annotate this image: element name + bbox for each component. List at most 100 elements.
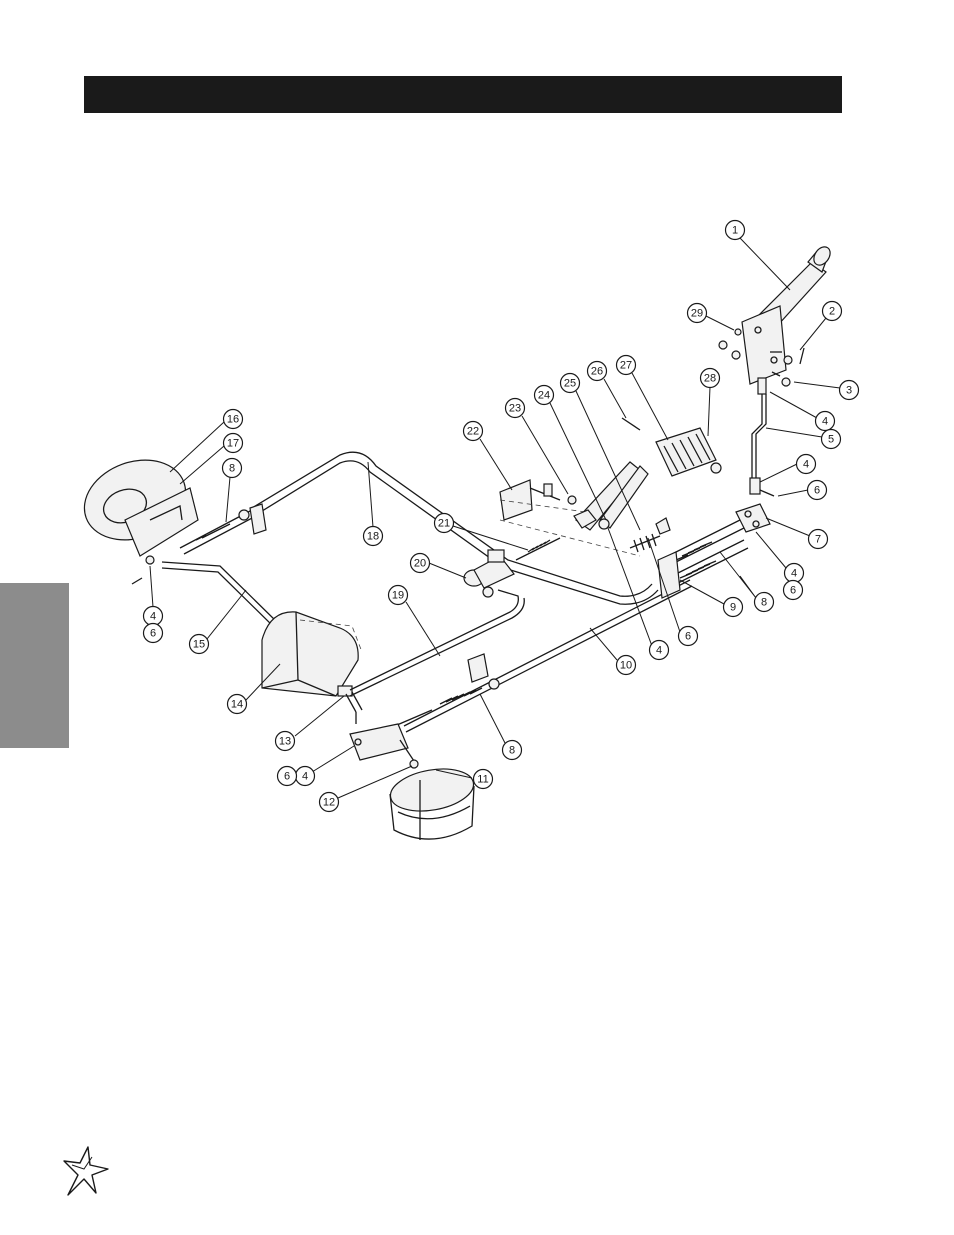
callout-label: 5: [828, 434, 834, 446]
callout-circle: [276, 765, 298, 787]
part-callout: 4: [795, 453, 817, 475]
part-callout: 4: [783, 562, 805, 584]
part-callout: 11: [472, 768, 494, 790]
push-rod-21: [515, 537, 561, 561]
callout-label: 19: [392, 590, 404, 602]
callout-circle: [559, 372, 581, 394]
part-callout: 6: [677, 625, 699, 647]
callout-circle: [433, 512, 455, 534]
pedal-spring-24: [629, 517, 671, 553]
callout-circle: [615, 654, 637, 676]
brake-cable-lower: [389, 653, 500, 729]
shield-14: [261, 611, 363, 697]
leader-lines: [149, 237, 841, 799]
callout-label: 6: [790, 585, 796, 597]
brake-cable-10: [403, 579, 693, 733]
part-callout: 2: [821, 300, 843, 322]
part-callout: 8: [221, 457, 243, 479]
callout-circle: [274, 730, 296, 752]
part-callout: 22: [462, 420, 484, 442]
brand-star-logo: [63, 1146, 109, 1196]
callout-label: 4: [791, 568, 797, 580]
callout-label: 8: [229, 463, 235, 475]
part-callout: 6: [142, 622, 164, 644]
callout-circle: [504, 397, 526, 419]
callout-label: 24: [538, 390, 550, 402]
cable-bracket-9: [657, 551, 681, 599]
callout-circle: [362, 525, 384, 547]
pedal-hardware: [573, 417, 641, 530]
callout-label: 21: [438, 518, 450, 530]
brake-bracket-12: [349, 712, 419, 769]
callout-label: 29: [691, 308, 703, 320]
frame-tube-18: [251, 451, 659, 605]
part-callout: 6: [806, 479, 828, 501]
part-callout: 1: [724, 219, 746, 241]
callout-label: 4: [302, 771, 308, 783]
part-callout: 26: [586, 360, 608, 382]
callout-circle: [586, 360, 608, 382]
callout-circle: [222, 408, 244, 430]
pedal-mount-22: [499, 479, 577, 521]
section-side-tab: [0, 583, 69, 748]
parking-brake-lever: [741, 246, 831, 385]
callout-circle: [142, 622, 164, 644]
callout-circle: [838, 379, 860, 401]
part-callout: 13: [274, 730, 296, 752]
callout-label: 6: [150, 628, 156, 640]
callout-label: 27: [620, 360, 632, 372]
part-callout: 27: [615, 354, 637, 376]
callout-label: 11: [477, 774, 488, 786]
callout-circle: [533, 384, 555, 406]
callout-circle: [501, 739, 523, 761]
callout-label: 28: [704, 373, 716, 385]
part-callout: 18: [362, 525, 384, 547]
part-callout: 8: [501, 739, 523, 761]
part-callout: 3: [838, 379, 860, 401]
callout-label: 6: [284, 771, 290, 783]
left-drum-hardware: [131, 555, 155, 585]
callout-circle: [724, 219, 746, 241]
callout-label: 4: [803, 459, 809, 471]
callout-circle: [814, 410, 836, 432]
callout-label: 18: [367, 531, 379, 543]
callout-circle: [677, 625, 699, 647]
part-callout: 29: [686, 302, 708, 324]
callout-label: 2: [829, 306, 835, 318]
part-callout: 6: [276, 765, 298, 787]
callout-circle: [782, 579, 804, 601]
callout-label: 15: [193, 639, 205, 651]
callout-circle: [615, 354, 637, 376]
callout-circle: [409, 552, 431, 574]
callout-circle: [226, 693, 248, 715]
callout-label: 7: [815, 534, 821, 546]
part-callout: 19: [387, 584, 409, 606]
cable-springs-right: [675, 541, 717, 579]
part-callout: 6: [782, 579, 804, 601]
part-callout: 4: [648, 639, 670, 661]
callout-label: 8: [509, 745, 515, 757]
callout-label: 3: [846, 385, 852, 397]
callout-label: 1: [732, 225, 738, 237]
callout-label: 9: [730, 602, 736, 614]
callout-circle: [318, 791, 340, 813]
callout-label: 17: [227, 438, 239, 450]
callout-circle: [221, 457, 243, 479]
left-brake-drum: [83, 459, 199, 557]
part-callout: 8: [753, 591, 775, 613]
callout-label: 6: [685, 631, 691, 643]
callout-label: 12: [323, 797, 335, 809]
part-callout: 12: [318, 791, 340, 813]
section-header-bar: [84, 76, 842, 113]
callout-circle: [807, 528, 829, 550]
callout-circle: [821, 300, 843, 322]
callout-circle: [387, 584, 409, 606]
callout-label: 13: [279, 736, 291, 748]
callout-circle: [472, 768, 494, 790]
part-callout: 17: [222, 432, 244, 454]
callout-label: 10: [620, 660, 632, 672]
callout-label: 8: [761, 597, 767, 609]
callout-circle: [462, 420, 484, 442]
part-callout: 10: [615, 654, 637, 676]
